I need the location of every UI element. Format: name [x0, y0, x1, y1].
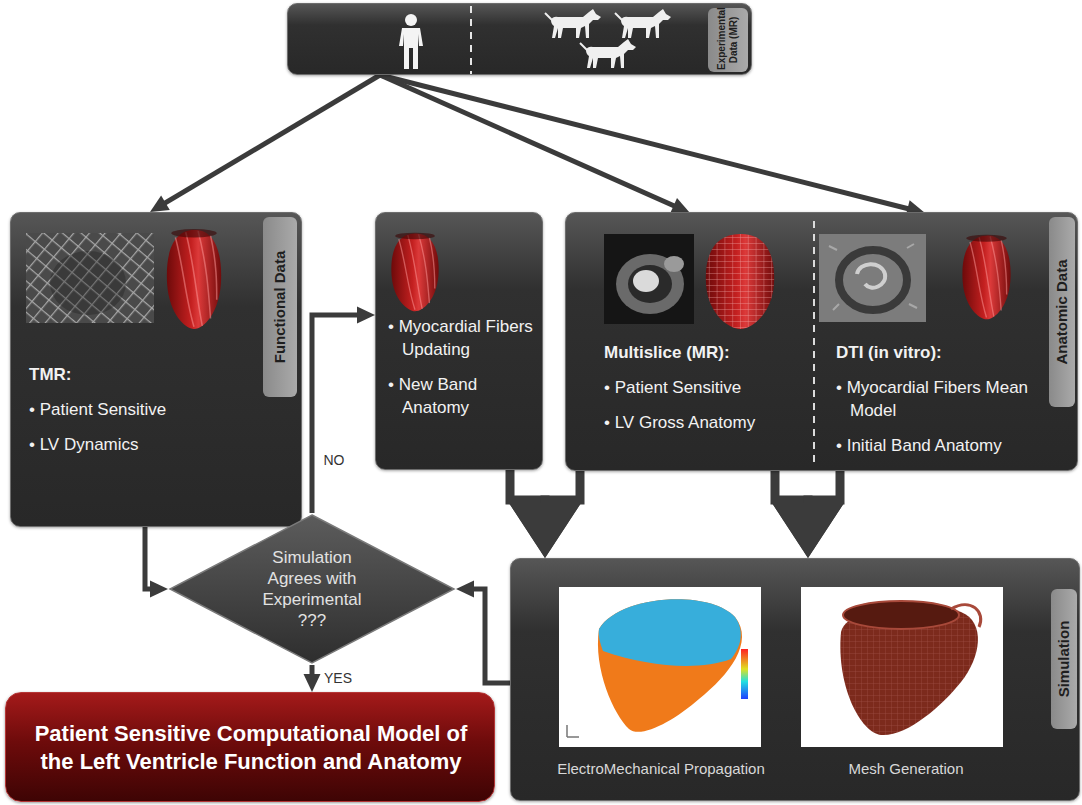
- dog-icon: [578, 38, 640, 74]
- electromechanical-render: [559, 587, 761, 747]
- data-section: Multislice (MR): • Patient Sensitive • LV …: [566, 213, 811, 471]
- side-tab: Functional Data: [263, 217, 297, 397]
- bullet-text: • Myocardial Fibers Mean Model: [836, 376, 1041, 422]
- image-caption: Mesh Generation: [781, 759, 1031, 779]
- bullet-text: • Myocardial Fibers Updating: [388, 315, 538, 361]
- panel-heading: DTI (in vitro):: [836, 341, 1041, 364]
- human-icon: [396, 14, 426, 70]
- connector-line: [312, 315, 360, 513]
- bullet-text: • LV Gross Anatomy: [604, 411, 804, 434]
- text-block: ElectroMechanical Propagation: [531, 759, 791, 779]
- side-tab: Anatomic Data: [1049, 217, 1075, 407]
- result-box: Patient Sensitive Computational Model of…: [5, 692, 495, 802]
- connector: [380, 75, 925, 217]
- connector: [509, 470, 581, 558]
- connector: [312, 307, 375, 514]
- connector-line: [380, 75, 910, 209]
- connector: [509, 471, 581, 558]
- connector: [772, 471, 844, 558]
- tagged-mr-image: [26, 233, 154, 323]
- text-block: Patient Sensitive Computational Model of…: [6, 693, 496, 803]
- data-panel: Functional DataTMR: • Patient Sensitive • …: [10, 212, 302, 527]
- arrow-head: [304, 674, 321, 692]
- connector: [150, 75, 380, 212]
- source-panel: Experimental Data (MR): [287, 3, 752, 75]
- process-box: • Myocardial Fibers Updating • New Band A…: [375, 212, 543, 470]
- arrow-head: [772, 503, 844, 558]
- ventricle-model: [959, 233, 1014, 321]
- connector: [145, 527, 168, 598]
- text-block: Multislice (MR): • Patient Sensitive • LV …: [604, 341, 804, 434]
- decision-diamond-shape: [168, 513, 456, 665]
- panel-tab-label: Simulation: [1055, 621, 1073, 698]
- image-caption: ElectroMechanical Propagation: [531, 759, 791, 779]
- ventricle-model: [163, 227, 225, 331]
- text-block: • Myocardial Fibers Updating • New Band A…: [388, 315, 538, 419]
- text-block: DTI (in vitro): • Myocardial Fibers Mean …: [836, 341, 1041, 457]
- edge-label: NO: [321, 452, 348, 469]
- text-block: TMR: • Patient Sensitive • LV Dynamics: [29, 363, 257, 456]
- dashed-divider: [812, 221, 816, 463]
- panel-heading: Multislice (MR):: [604, 341, 804, 364]
- dog-icon: [613, 8, 675, 44]
- arrow-head: [150, 581, 168, 598]
- edge-label: YES: [321, 670, 355, 687]
- data-section: DTI (in vitro): • Myocardial Fibers Mean …: [816, 213, 1046, 471]
- result-text: Patient Sensitive Computational Model of…: [21, 720, 481, 776]
- arrow-head: [456, 581, 474, 598]
- panel-tab-label: Anatomic Data: [1053, 259, 1071, 364]
- connector-line: [163, 75, 380, 204]
- panel-heading: TMR:: [29, 363, 257, 386]
- decision-diamond: Simulation Agrees with Experimental ???: [168, 513, 456, 665]
- connector-line: [145, 527, 153, 589]
- connector: [456, 581, 510, 684]
- ventricle-model: [388, 231, 442, 313]
- arrow-head: [150, 195, 170, 212]
- side-tab: Experimental Data (MR): [708, 8, 748, 72]
- arrow-head: [772, 503, 844, 558]
- simulation-panel: SimulationElectroMechanical PropagationM…: [510, 558, 1080, 801]
- bullet-text: • New Band Anatomy: [388, 373, 538, 419]
- dog-icon: [543, 8, 605, 44]
- connector-line: [471, 589, 510, 683]
- text-block: Simulation Agrees with Experimental ???: [168, 513, 456, 665]
- text-block: Mesh Generation: [781, 759, 1031, 779]
- bullet-text: • Patient Sensitive: [29, 398, 257, 421]
- mesh-render: [801, 587, 1003, 747]
- dti-image: [819, 234, 926, 322]
- arrow-head: [357, 307, 375, 324]
- panel-tab-label: Experimental Data (MR): [716, 10, 740, 70]
- panel-tab-label: Functional Data: [271, 251, 289, 364]
- connector: [772, 471, 844, 558]
- dashed-divider: [469, 4, 473, 76]
- bullet-text: • Patient Sensitive: [604, 376, 804, 399]
- connector: [304, 665, 321, 692]
- bullet-text: • LV Dynamics: [29, 433, 257, 456]
- decision-text: Simulation Agrees with Experimental ???: [252, 547, 372, 631]
- arrow-head: [509, 503, 581, 558]
- mr-slice-image: [604, 234, 694, 324]
- bullet-text: • Initial Band Anatomy: [836, 434, 1041, 457]
- ventricle-mesh: [701, 231, 779, 331]
- side-tab: Simulation: [1051, 589, 1077, 729]
- arrow-head: [509, 503, 581, 558]
- data-panel: Anatomic Data Multislice (MR): • Patient …: [565, 212, 1078, 471]
